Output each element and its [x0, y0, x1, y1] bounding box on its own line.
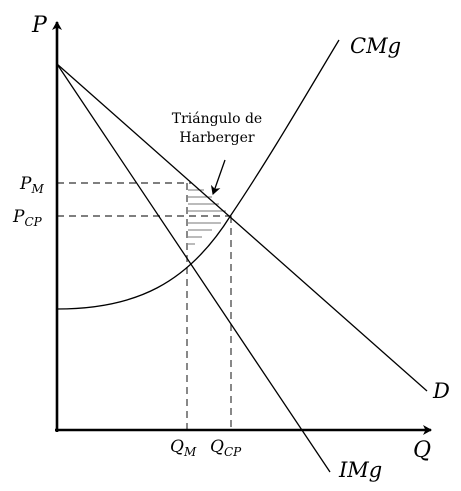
harberger-annotation-line1: Triángulo de	[172, 111, 262, 127]
annotation-arrow	[210, 159, 226, 195]
pm-label: PM	[19, 174, 44, 196]
marginal-cost-curve	[56, 39, 340, 310]
x-axis-label: Q	[413, 438, 431, 463]
pcp-label: PCP	[12, 207, 43, 229]
qcp-label: QCP	[210, 437, 242, 459]
marginal-revenue-label: IMg	[338, 458, 382, 482]
harberger-triangle-hatching	[188, 189, 226, 245]
demand-label: D	[432, 379, 450, 403]
y-axis-label: P	[31, 13, 48, 38]
qm-label: QM	[170, 437, 197, 459]
marginal-cost-label: CMg	[350, 34, 401, 58]
marginal-revenue-curve	[56, 63, 331, 473]
harberger-annotation-line2: Harberger	[179, 130, 254, 146]
demand-curve	[56, 63, 428, 392]
